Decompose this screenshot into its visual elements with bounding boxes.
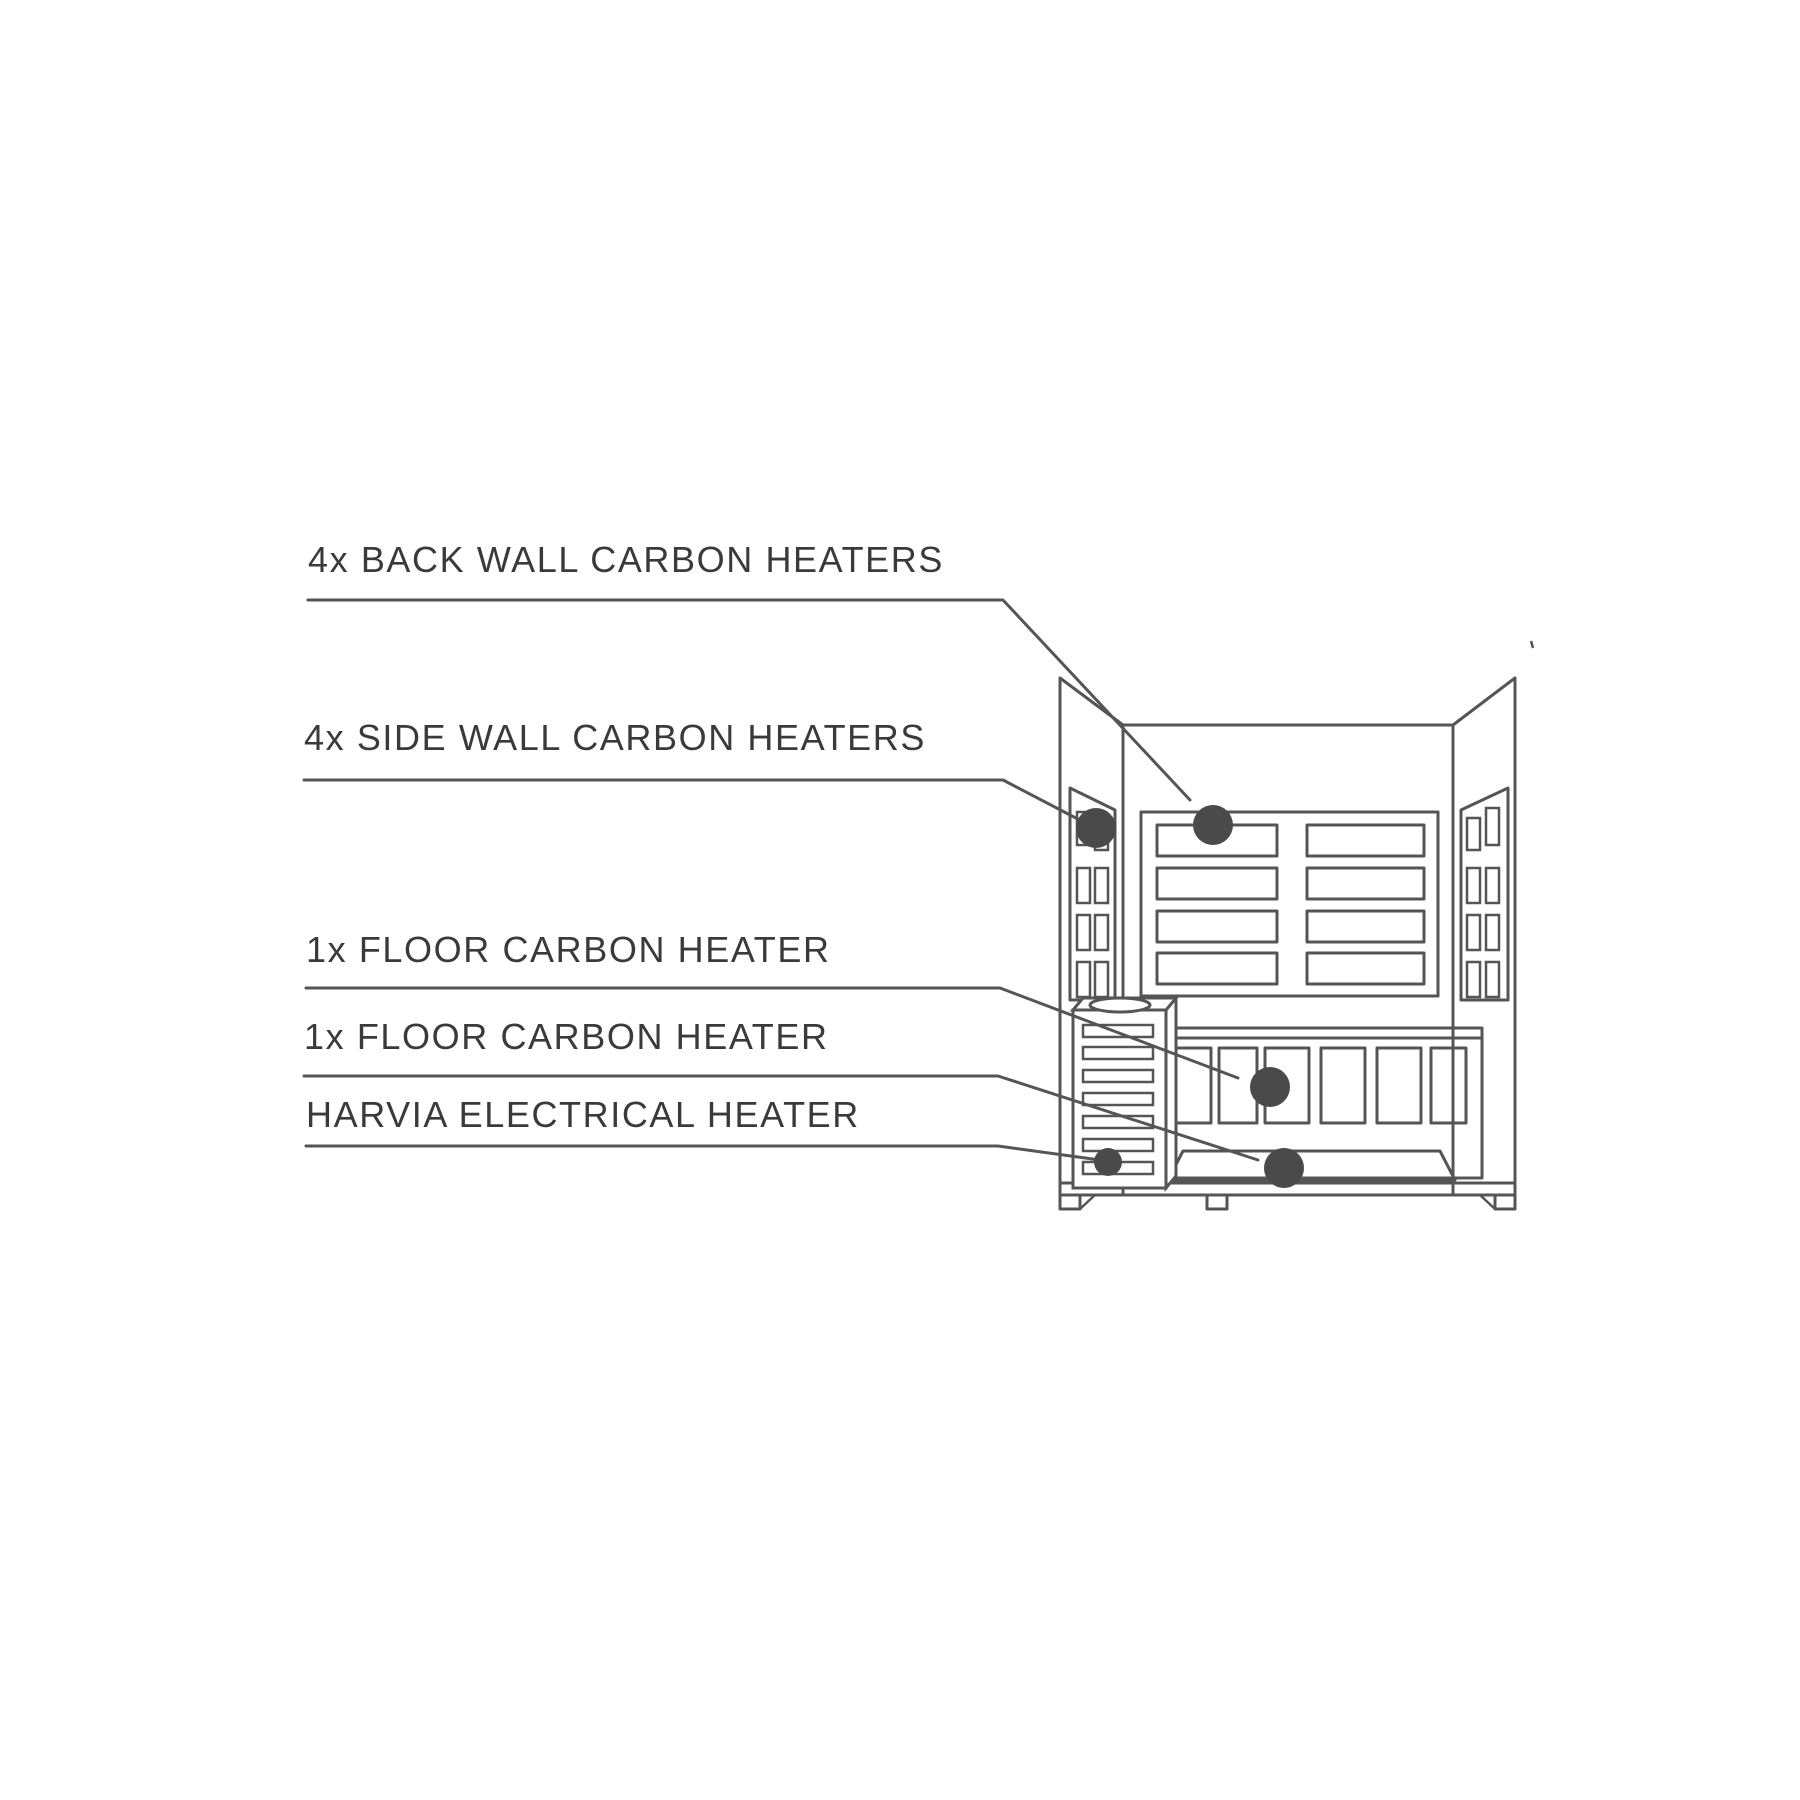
sauna-cabin [1058,640,1535,1211]
leader-lines [302,598,1260,1162]
side-heater-panel [1093,913,1110,952]
bench-heater-panel [1319,1046,1367,1125]
back-heater-panel [1155,951,1279,986]
floor-heater-plate [1166,1149,1457,1182]
side-heater-panel [1484,960,1501,999]
label-floor-heater-1: 1x FLOOR CARBON HEATER [306,929,831,970]
bench-heater-panels [1171,1046,1468,1125]
bench-front [1163,1036,1484,1180]
back-heater-panel [1155,866,1279,901]
stove-slat [1081,1045,1155,1061]
base-foot-left [1058,1193,1082,1211]
right-side-heater-panels [1465,806,1501,999]
side-heater-panel [1465,866,1482,905]
stove-side [1164,993,1178,1193]
dot-side-wall-heaters [1076,808,1116,848]
base-foot-right [1493,1193,1517,1211]
back-heater-panel [1155,909,1279,944]
leader-floor-2 [302,1074,1260,1162]
left-side-heater-panels [1075,810,1110,999]
back-wall-heater-panels [1155,823,1426,986]
back-heater-panel [1305,951,1426,986]
corner-mark [1529,640,1535,649]
base-foot-right-flare [1479,1194,1496,1210]
bench-heater-panel [1375,1046,1423,1125]
back-wall-heater-frame [1139,810,1440,998]
dot-back-wall-heaters [1193,805,1233,845]
dot-floor-heater-2 [1264,1148,1304,1188]
stove-stone-basket [1088,996,1152,1014]
back-heater-panel [1305,823,1426,858]
side-heater-panel [1484,806,1501,847]
leader-harvia [304,1144,1102,1162]
dot-floor-heater-1 [1250,1067,1290,1107]
stove-slat [1081,1137,1155,1153]
side-heater-panel [1075,913,1092,952]
side-heater-panel [1484,866,1501,905]
base-foot-middle [1205,1193,1229,1211]
side-heater-panel [1075,960,1092,999]
side-heater-panel [1484,913,1501,952]
dot-harvia-heater [1094,1148,1122,1176]
leader-floor-1 [304,986,1240,1080]
leader-back-wall [306,598,1192,802]
side-heater-panel [1093,960,1110,999]
side-heater-panel [1075,866,1092,905]
callout-dots [1076,805,1304,1188]
base-foot-left-flare [1079,1194,1096,1210]
label-harvia-heater: HARVIA ELECTRICAL HEATER [306,1094,860,1135]
label-side-wall-heaters: 4x SIDE WALL CARBON HEATERS [304,717,926,758]
side-heater-panel [1465,960,1482,999]
leader-side-wall [302,778,1097,830]
label-floor-heater-2: 1x FLOOR CARBON HEATER [304,1016,829,1057]
side-heater-panel [1093,866,1110,905]
back-heater-panel [1305,866,1426,901]
stove-slat [1081,1091,1155,1107]
back-heater-panel [1305,909,1426,944]
label-back-wall-heaters: 4x BACK WALL CARBON HEATERS [308,539,944,580]
bench-heater-panel [1429,1046,1468,1125]
right-side-heater-frame [1459,786,1510,1002]
stove-slat [1081,1068,1155,1084]
stove-slat [1081,1023,1155,1039]
side-heater-panel [1465,913,1482,952]
side-heater-panel [1465,816,1482,852]
